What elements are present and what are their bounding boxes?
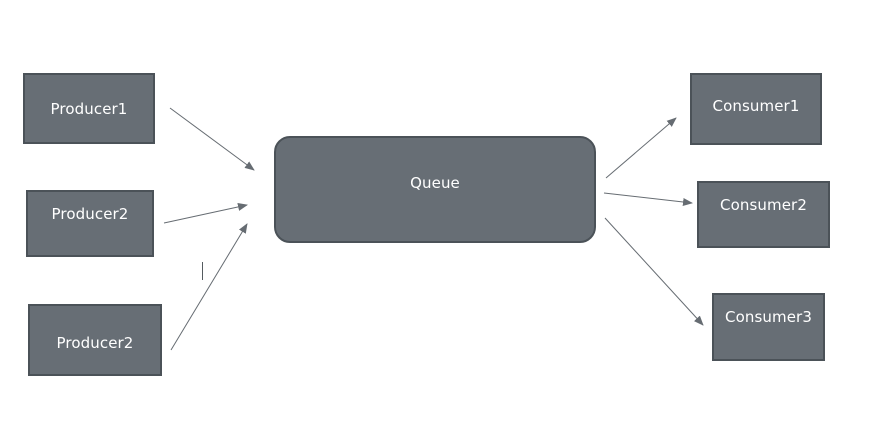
queue-box: Queue xyxy=(274,136,596,243)
consumer-box-2: Consumer2 xyxy=(697,181,830,248)
consumer-box-3: Consumer3 xyxy=(712,293,825,361)
queue-label: Queue xyxy=(410,174,460,192)
producer-box-3: Producer2 xyxy=(28,304,162,376)
producer-box-2: Producer2 xyxy=(26,190,154,257)
arrow-producer1-to-queue xyxy=(169,107,255,171)
arrow-producer2-to-queue xyxy=(163,202,248,224)
stray-mark xyxy=(202,262,203,280)
consumer-label-3: Consumer3 xyxy=(725,308,812,326)
consumer-label-2: Consumer2 xyxy=(720,195,807,214)
producer-label-3: Producer2 xyxy=(56,334,134,352)
arrow-queue-to-consumer2 xyxy=(603,192,693,206)
arrow-producer3-to-queue xyxy=(170,223,248,351)
producer-label-1: Producer1 xyxy=(50,99,128,118)
arrow-queue-to-consumer3 xyxy=(604,217,704,326)
producer-label-2: Producer2 xyxy=(51,204,129,223)
arrow-queue-to-consumer1 xyxy=(605,117,677,179)
consumer-label-1: Consumer1 xyxy=(712,97,800,115)
producer-box-1: Producer1 xyxy=(23,73,155,144)
consumer-box-1: Consumer1 xyxy=(690,73,822,145)
